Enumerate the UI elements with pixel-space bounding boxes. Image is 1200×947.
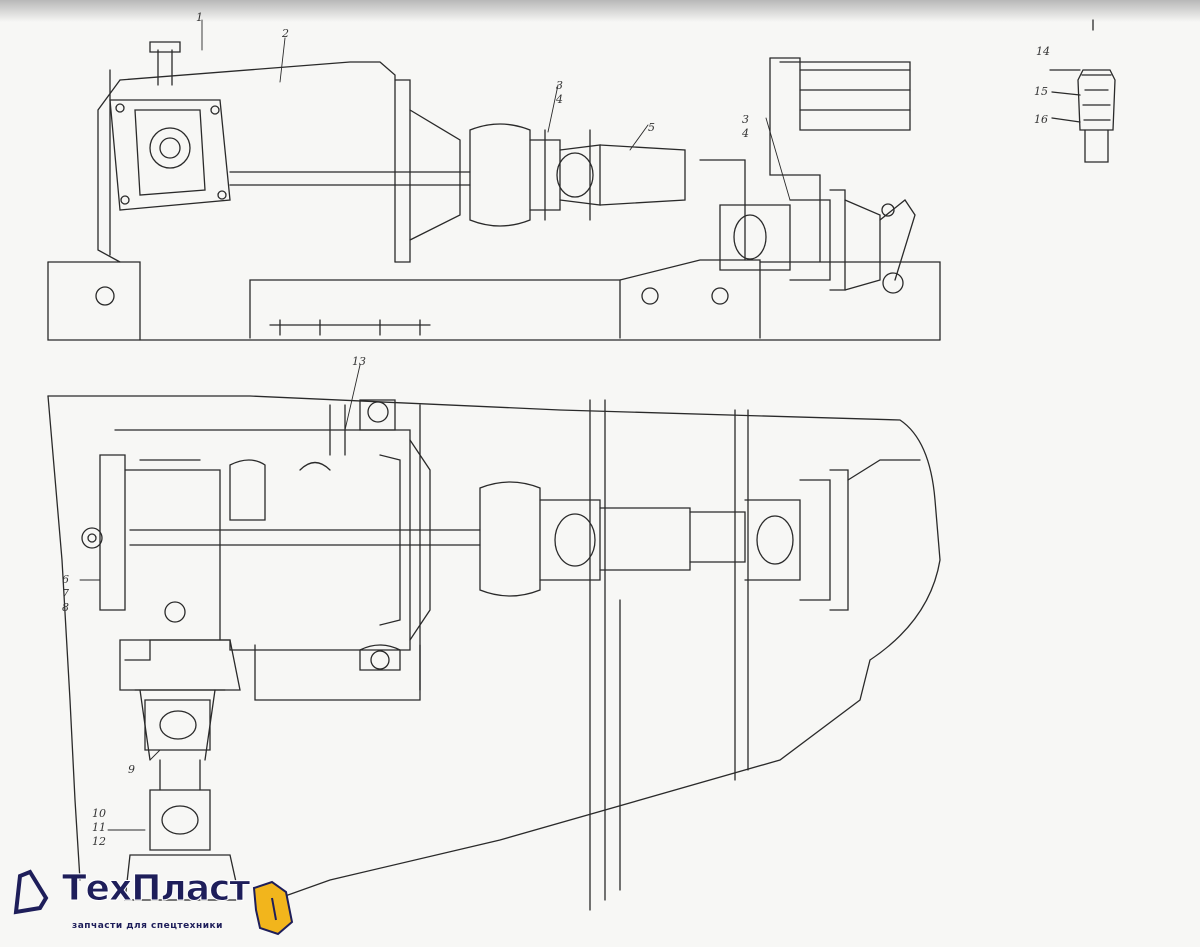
callout-3-top: 3: [556, 79, 563, 92]
callout-7: 7: [62, 587, 69, 600]
callout-9: 9: [128, 763, 135, 776]
scan-shadow: [0, 0, 1200, 22]
callout-3-right: 3: [742, 113, 749, 126]
callout-14: 14: [1036, 45, 1050, 58]
callout-13: 13: [352, 355, 366, 368]
brand-tagline: запчасти для спецтехники: [72, 921, 223, 931]
callout-5: 5: [648, 121, 655, 134]
brand-logo: ТехПласт запчасти для спецтехники: [10, 868, 310, 943]
callout-15: 15: [1034, 85, 1048, 98]
brand-name: ТехПласт: [61, 868, 250, 910]
callout-2: 2: [282, 27, 289, 40]
callout-1: 1: [196, 11, 203, 24]
callout-4-top: 4: [556, 93, 563, 106]
callout-8: 8: [62, 601, 69, 614]
callout-16: 16: [1034, 113, 1048, 126]
callout-11: 11: [92, 821, 106, 834]
callout-4-right: 4: [742, 127, 749, 140]
callout-12: 12: [92, 835, 106, 848]
top-assembly-view: [47, 41, 941, 341]
callout-6: 6: [62, 573, 69, 586]
hose-detail-view: [1049, 19, 1116, 163]
callout-10: 10: [92, 807, 106, 820]
bottom-assembly-view: [47, 395, 941, 911]
excavator-icon: [13, 869, 294, 936]
